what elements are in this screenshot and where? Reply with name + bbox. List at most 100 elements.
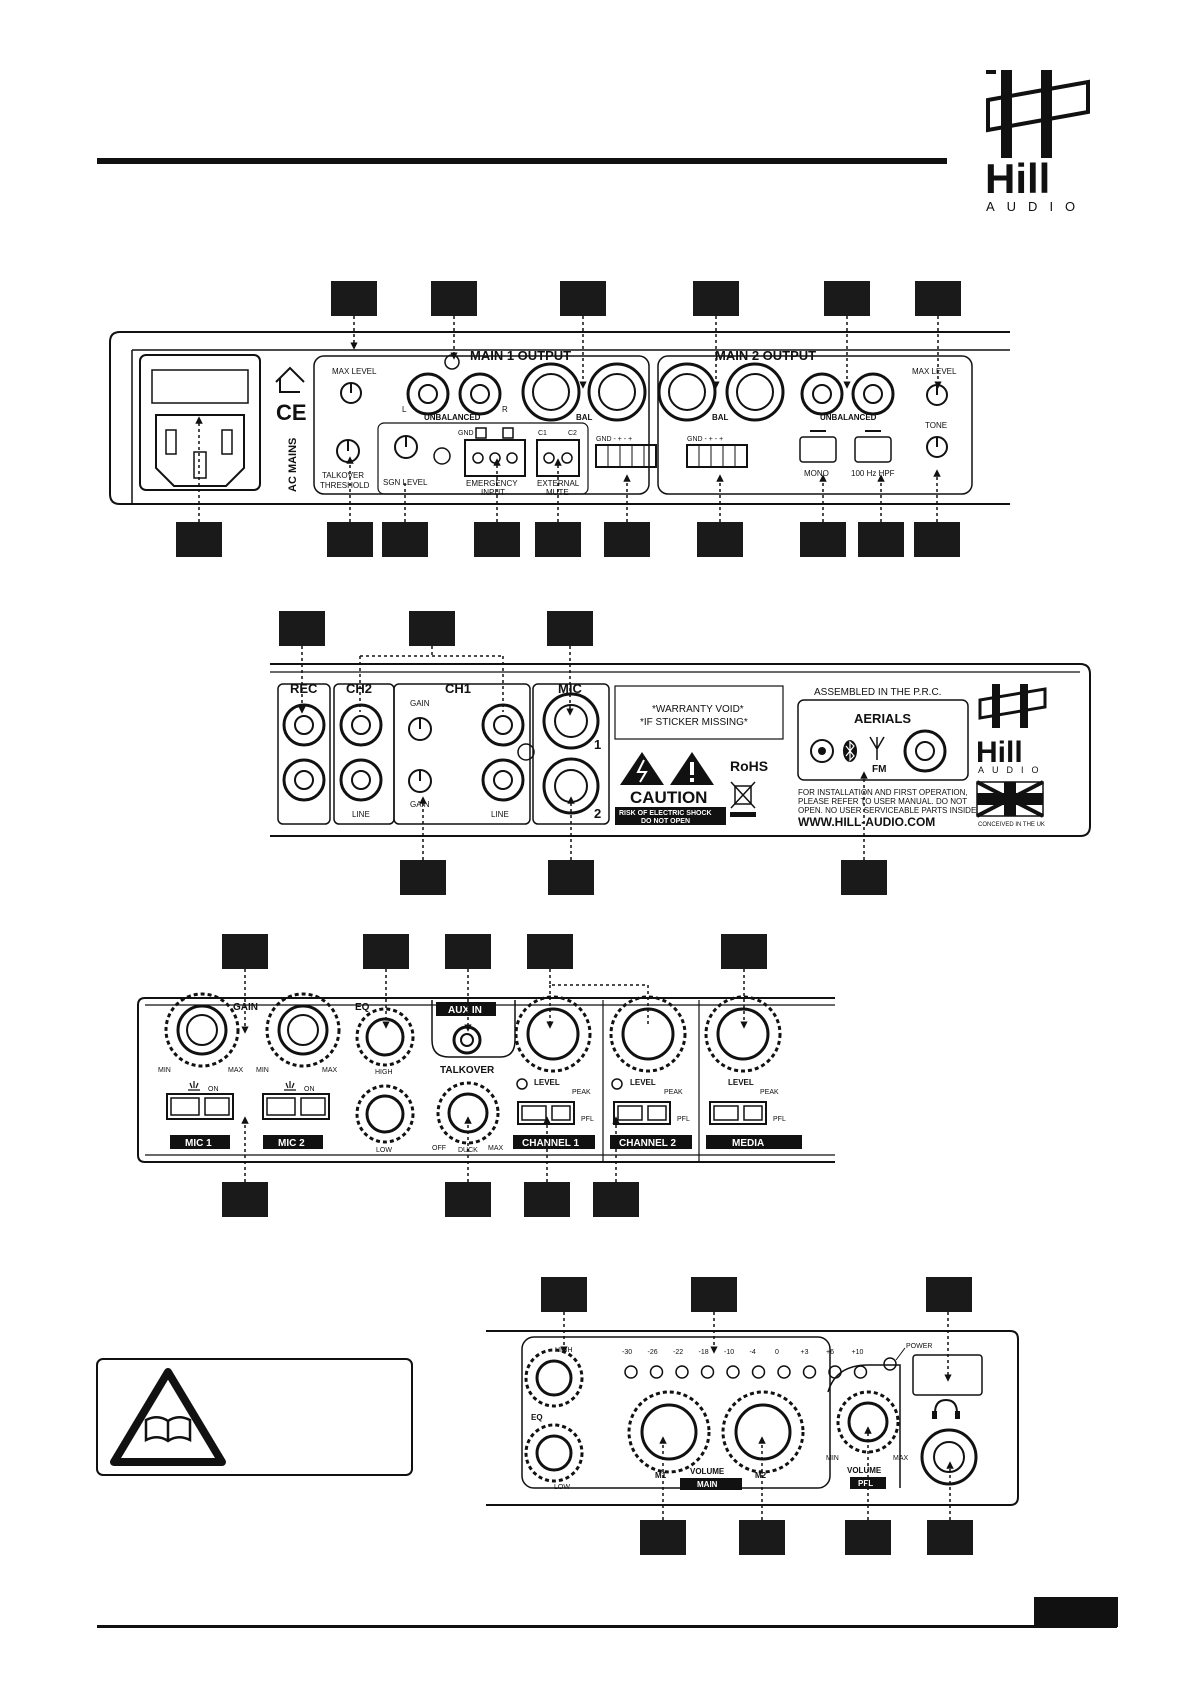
media-level-knob[interactable] bbox=[704, 995, 782, 1073]
callout-marker bbox=[524, 1182, 570, 1217]
mic2-on-switch[interactable] bbox=[262, 1093, 330, 1120]
channel2-level-knob[interactable] bbox=[609, 995, 687, 1073]
panel-logo: Hill AUDIO bbox=[976, 684, 1047, 775]
ac-mains-label: AC MAINS bbox=[287, 438, 299, 492]
meter-led bbox=[802, 1365, 817, 1379]
pfl-volume-knob[interactable] bbox=[836, 1390, 900, 1454]
eq-high-knob[interactable] bbox=[355, 1007, 415, 1067]
emergency-gnd: GND bbox=[458, 430, 474, 437]
ch2-peak-led bbox=[611, 1078, 623, 1090]
main2-bal-l[interactable] bbox=[657, 362, 717, 422]
website-label: WWW.HILL-AUDIO.COM bbox=[798, 815, 935, 829]
sgn-level-knob[interactable] bbox=[394, 435, 418, 459]
main1-unbalanced-l[interactable] bbox=[406, 372, 450, 416]
talkover-threshold-knob[interactable] bbox=[336, 439, 360, 463]
mic1-on-switch[interactable] bbox=[166, 1093, 234, 1120]
master-eq-low-knob[interactable] bbox=[524, 1423, 584, 1483]
main1-unbalanced-r[interactable] bbox=[458, 372, 502, 416]
talkover-threshold-label-2: THRESHOLD bbox=[320, 481, 370, 490]
callout-marker bbox=[400, 860, 446, 895]
main2-unbalanced-r[interactable] bbox=[851, 372, 895, 416]
media-pfl-switch[interactable] bbox=[709, 1101, 767, 1125]
master-eq-high-knob[interactable] bbox=[524, 1348, 584, 1408]
notice-1: FOR INSTALLATION AND FIRST OPERATION, bbox=[798, 788, 968, 797]
media-pfl-label: PFL bbox=[773, 1116, 786, 1123]
rec-out-l[interactable] bbox=[282, 703, 326, 747]
ch1-section bbox=[393, 683, 531, 825]
iec-power-inlet[interactable] bbox=[139, 354, 261, 491]
mic2-light-icon bbox=[284, 1081, 296, 1091]
callout-marker bbox=[445, 1182, 491, 1217]
mic2-gain-knob[interactable] bbox=[265, 992, 341, 1068]
rec-label: REC bbox=[290, 681, 318, 696]
callout-marker bbox=[915, 281, 961, 316]
callout-leaders bbox=[195, 316, 954, 1520]
ch1-pfl-switch[interactable] bbox=[517, 1101, 575, 1125]
callout-marker bbox=[363, 934, 409, 969]
ch2-gain-knob[interactable] bbox=[408, 769, 432, 793]
ch1-gain-knob[interactable] bbox=[408, 717, 432, 741]
speaker-terminal-main2[interactable] bbox=[686, 444, 748, 468]
caution-label: CAUTION bbox=[630, 788, 707, 807]
screw-icon bbox=[517, 743, 535, 761]
callout-marker bbox=[691, 1277, 737, 1312]
meter-scale-label: -30 bbox=[622, 1349, 632, 1356]
mono-switch[interactable] bbox=[799, 430, 837, 463]
tone-knob[interactable] bbox=[926, 436, 948, 458]
main2-bal-r[interactable] bbox=[725, 362, 785, 422]
callout-marker bbox=[445, 934, 491, 969]
external-mute-terminal[interactable] bbox=[536, 439, 580, 477]
c1-label: C1 bbox=[538, 430, 547, 437]
ch2-pfl-switch[interactable] bbox=[613, 1101, 671, 1125]
headphone-jack[interactable] bbox=[920, 1428, 978, 1486]
talkover-threshold-label-1: TALKOVER bbox=[322, 471, 364, 480]
ch2-in-r[interactable] bbox=[339, 758, 383, 802]
bluetooth-icon bbox=[843, 740, 857, 762]
bt-aerial-connector[interactable] bbox=[810, 739, 834, 763]
callout-marker bbox=[560, 281, 606, 316]
mic-input-1[interactable] bbox=[542, 692, 600, 750]
main1-unbalanced-label: UNBALANCED bbox=[424, 413, 481, 422]
callout-marker bbox=[222, 1182, 268, 1217]
m1-label: M1 bbox=[655, 1471, 667, 1480]
callout-marker bbox=[176, 522, 222, 557]
meter-scale-label: -18 bbox=[699, 1349, 709, 1356]
c2-label: C2 bbox=[568, 430, 577, 437]
hpf-switch[interactable] bbox=[854, 430, 892, 463]
main2-unbalanced-l[interactable] bbox=[800, 372, 844, 416]
callout-marker bbox=[593, 1182, 639, 1217]
fm-aerial-connector[interactable] bbox=[903, 729, 947, 773]
eq-low-knob[interactable] bbox=[355, 1084, 415, 1144]
main1-bal-l[interactable] bbox=[521, 362, 581, 422]
warranty-sticker bbox=[614, 685, 784, 740]
callout-marker bbox=[697, 522, 743, 557]
warranty-line-2: *IF STICKER MISSING* bbox=[640, 717, 748, 728]
ch1-peak-label: PEAK bbox=[572, 1089, 591, 1096]
ch2-in-l[interactable] bbox=[339, 703, 383, 747]
m1-volume-knob[interactable] bbox=[627, 1390, 711, 1474]
emergency-input-terminal[interactable] bbox=[464, 427, 526, 477]
meter-led bbox=[726, 1365, 740, 1379]
speaker-terminal-main1[interactable] bbox=[595, 444, 657, 468]
callout-marker bbox=[409, 611, 455, 646]
callout-marker bbox=[739, 1520, 785, 1555]
meter-led bbox=[777, 1365, 791, 1379]
main-badge-text: MAIN bbox=[697, 1480, 718, 1489]
hill-audio-logo: Hill AUDIO bbox=[985, 70, 1090, 214]
pfl-section bbox=[827, 1364, 901, 1488]
callout-marker bbox=[327, 522, 373, 557]
channel1-badge-text: CHANNEL 1 bbox=[522, 1138, 579, 1149]
max-level-knob[interactable] bbox=[340, 382, 362, 404]
m2-volume-knob[interactable] bbox=[721, 1390, 805, 1474]
rear-panel-upper: CE AC MAINS MAIN 1 OUTPUT MAIN 2 OUTPUT … bbox=[109, 331, 1010, 505]
rec-out-r[interactable] bbox=[282, 758, 326, 802]
aux-in-jack[interactable] bbox=[452, 1025, 482, 1055]
ch2-peak-label: PEAK bbox=[664, 1089, 683, 1096]
channel1-level-knob[interactable] bbox=[514, 995, 592, 1073]
mic1-gain-knob[interactable] bbox=[164, 992, 240, 1068]
headphones-icon bbox=[932, 1398, 960, 1419]
max-level-right-knob[interactable] bbox=[926, 384, 948, 406]
ch1-in-r[interactable] bbox=[481, 758, 525, 802]
main1-bal-r[interactable] bbox=[587, 362, 647, 422]
main-volume-label: VOLUME bbox=[690, 1467, 725, 1476]
